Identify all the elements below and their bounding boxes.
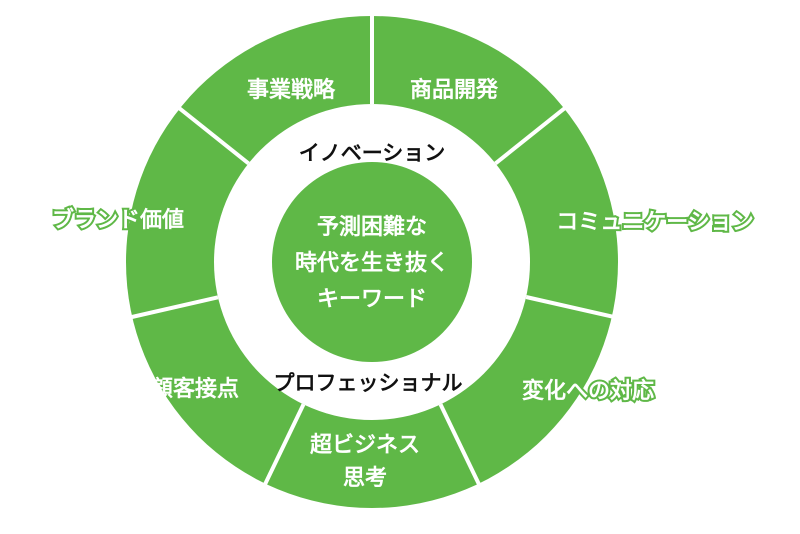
segment-label-adapting-to-change: 変化への対応 bbox=[522, 378, 654, 404]
center-line-2: 時代を生き抜く bbox=[295, 251, 449, 276]
segment-label-brand-value: ブランド価値 bbox=[52, 207, 184, 233]
segment-label-customer-touchpoint: 顧客接点 bbox=[151, 376, 239, 402]
segment-label-communication: コミュニケーション bbox=[556, 210, 754, 235]
segment-divider-6 bbox=[176, 105, 250, 165]
segment-divider-3 bbox=[438, 403, 482, 487]
segment-label-strategy: 事業戦略 bbox=[247, 77, 336, 103]
segment-label-product-dev: 商品開発 bbox=[410, 77, 499, 103]
segment-divider-1 bbox=[494, 105, 568, 165]
segment-divider-2 bbox=[525, 295, 615, 319]
center-circle bbox=[272, 162, 472, 362]
segment-dividers bbox=[129, 14, 615, 487]
segment-divider-4 bbox=[262, 403, 306, 487]
inner-ring-bottom-label: プロフェッショナル bbox=[274, 371, 463, 395]
segment-label-beyond-business-line-1: 超ビジネス bbox=[310, 433, 420, 458]
center-line-3: キーワード bbox=[317, 287, 427, 312]
segment-divider-5 bbox=[129, 295, 219, 320]
inner-ring-top-label: イノベーション bbox=[299, 141, 446, 165]
center-line-1: 予測困難な bbox=[317, 214, 427, 240]
segment-label-beyond-business-line-2: 思考 bbox=[343, 466, 387, 491]
